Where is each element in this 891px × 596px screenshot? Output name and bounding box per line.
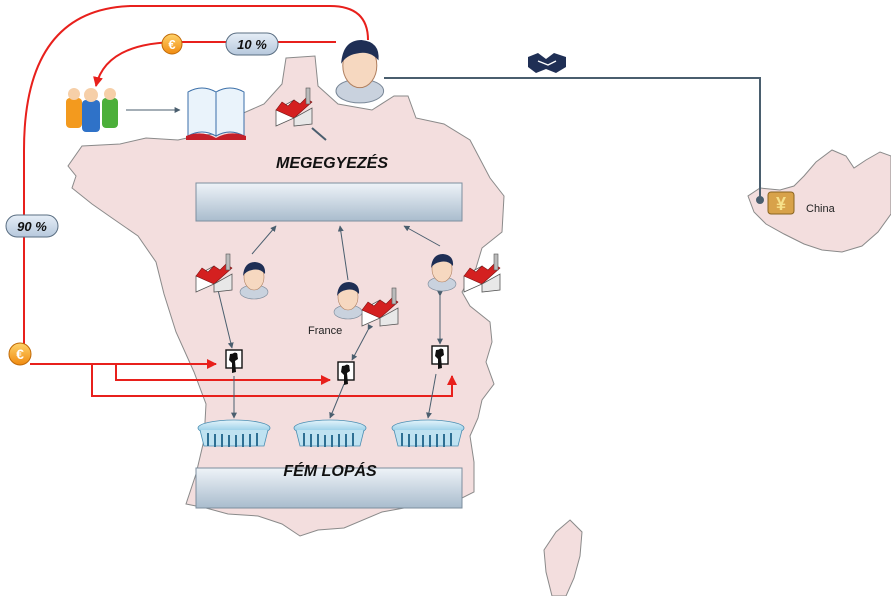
- svg-text:¥: ¥: [776, 194, 786, 214]
- china-connector-end: [756, 196, 764, 204]
- france-label: France: [308, 325, 342, 337]
- stadium-icon-center: [293, 419, 367, 448]
- link-left-factory-thief: [213, 284, 234, 349]
- people-group-icon: [66, 88, 118, 132]
- money-flow-to-thief-2: [115, 364, 331, 385]
- arrow-person-right-to-box: [403, 225, 441, 247]
- link-center-thief-stadium: [329, 383, 345, 419]
- businessman-icon-boss: [335, 39, 385, 104]
- svg-text:90 %: 90 %: [17, 219, 47, 234]
- china-map: [747, 149, 891, 253]
- money-flow-to-thief-3: [91, 364, 457, 397]
- china-label: China: [806, 203, 836, 215]
- book-icon: [186, 87, 246, 140]
- svg-text:€: €: [16, 346, 24, 362]
- handshake-icon: [528, 53, 566, 73]
- stadium-icon-right: [391, 419, 465, 448]
- svg-text:€: €: [168, 37, 175, 52]
- link-center-factory-thief: [351, 323, 374, 361]
- corsica-island: [543, 519, 583, 596]
- link-right-thief-stadium: [426, 373, 437, 419]
- euro-coin-icon-top: €: [161, 33, 183, 55]
- agreement-box: [195, 182, 463, 222]
- agreement-label: MEGEGYEZÉS: [276, 153, 388, 172]
- arrow-person-left-to-box: [251, 225, 277, 255]
- euro-coin-icon-left: €: [8, 342, 32, 366]
- money-flow-top-loop: [23, 5, 369, 350]
- badge-10-percent: 10 %: [225, 32, 279, 56]
- stadium-icon-left: [197, 419, 271, 448]
- badge-90-percent: 90 %: [5, 214, 59, 238]
- arrow-boss-to-factory: [311, 127, 327, 141]
- metal-theft-label: FÉM LOPÁS: [283, 461, 377, 480]
- china-connector: [384, 77, 761, 200]
- arrow-person-center-to-box: [337, 225, 349, 281]
- france-map: [67, 55, 505, 537]
- svg-text:10 %: 10 %: [237, 37, 267, 52]
- yuan-coin-icon: ¥: [767, 191, 795, 215]
- metal-theft-box: [195, 467, 463, 509]
